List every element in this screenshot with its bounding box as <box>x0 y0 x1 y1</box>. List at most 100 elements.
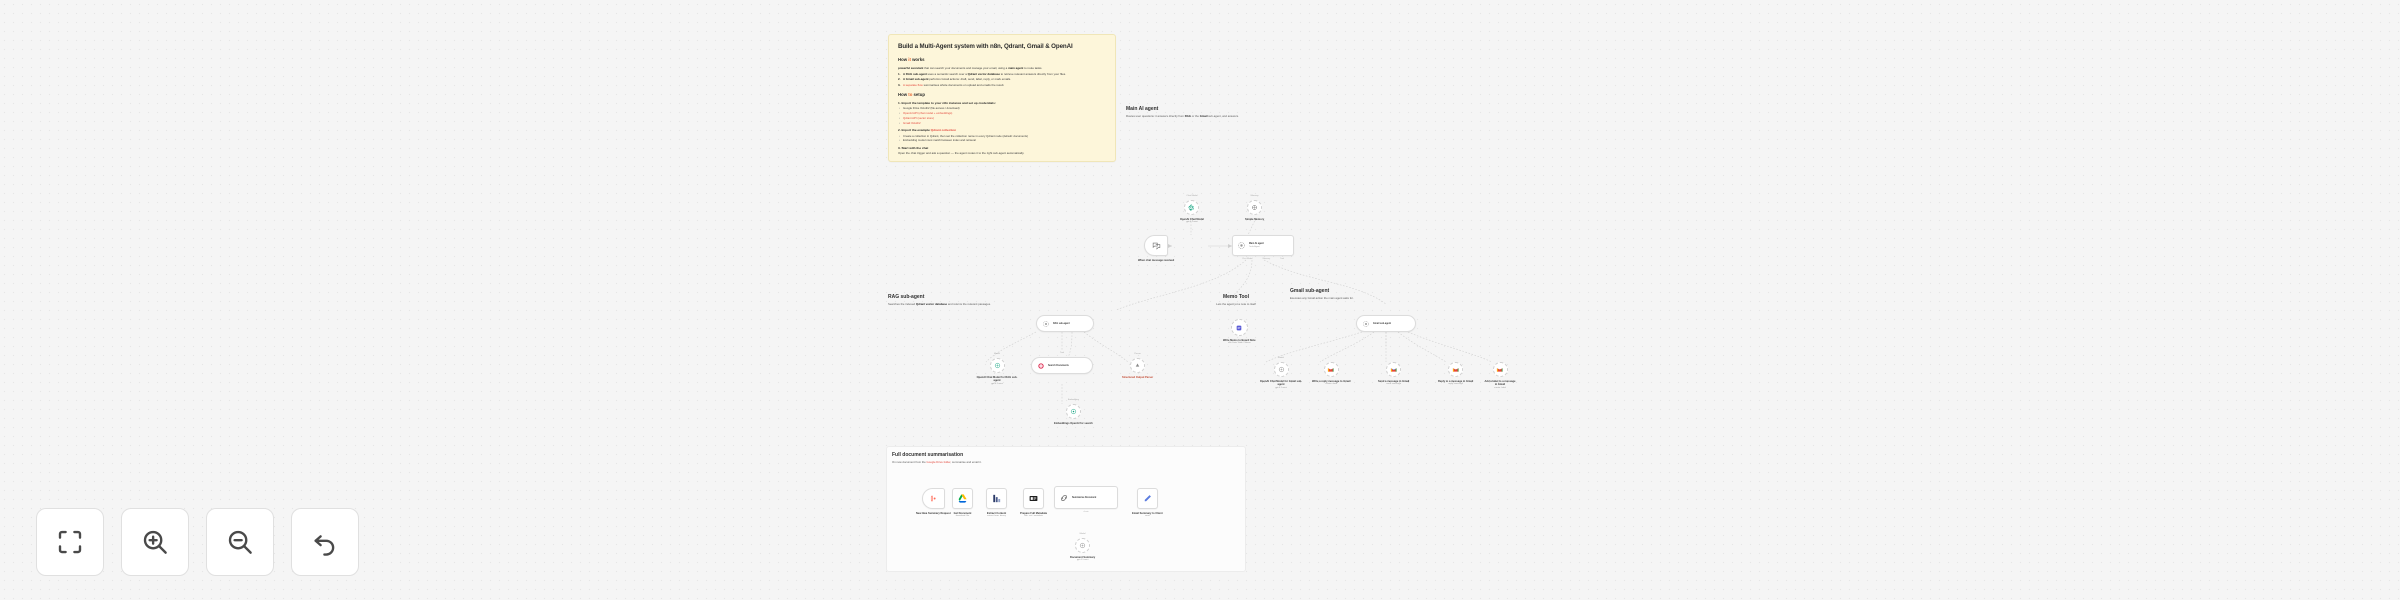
node-sublabel: create: label <box>1494 386 1506 389</box>
node-body[interactable]: Main AI agent Tools Agent <box>1232 235 1294 256</box>
list-item: OpenAI API (chat model + embeddings) <box>898 111 1106 115</box>
sticky-note[interactable]: Build a Multi-Agent system with n8n, Qdr… <box>888 34 1116 162</box>
list-item: Create a collection in Qdrant, then set … <box>898 134 1106 138</box>
node-openai-chat-model[interactable]: Chat Model OpenAI Chat Model gpt-4.1-min… <box>1180 195 1204 224</box>
section-title: RAG sub-agent <box>888 294 925 300</box>
gmail-icon <box>1497 367 1503 372</box>
node-inline-label: Summarise Document <box>1072 496 1097 499</box>
node-connection-type: Memory <box>1250 195 1259 197</box>
node-sublabel: gpt-4.1-mini <box>1275 386 1287 389</box>
sticky-note-section-1-heading: How it worksHow it works <box>898 57 925 63</box>
section-title: Full document summarisation <box>892 452 964 458</box>
node-body[interactable] <box>1130 358 1146 373</box>
node-summariser-model[interactable]: Model Document Summary gpt-4.1-mini <box>1070 533 1096 562</box>
node-rag-chat-model[interactable]: Model OpenAI Chat Model for RAG sub-agen… <box>974 353 1020 386</box>
agent-icon <box>1238 242 1245 249</box>
node-label: Document Summary <box>1070 555 1096 559</box>
node-label: Send a message in Gmail <box>1378 379 1410 383</box>
node-body[interactable] <box>1065 404 1081 419</box>
gmail-icon <box>1452 367 1459 372</box>
zoom-to-fit-button[interactable] <box>36 508 104 576</box>
node-label: Write Memo to Board Note <box>1223 338 1256 342</box>
zoom-in-icon <box>143 530 167 554</box>
node-body[interactable] <box>952 488 973 509</box>
node-rag-embeddings[interactable]: Embedding Embeddings OpenAI for search <box>1054 399 1093 425</box>
section-title: Gmail sub-agent <box>1290 288 1330 294</box>
openai-icon <box>994 362 1000 369</box>
node-extract-content[interactable]: Extract Content extract from: binary <box>986 488 1007 518</box>
node-inline-label: Gmail sub-agent <box>1373 322 1391 325</box>
node-gmail-reply[interactable]: Reply to a message in Gmail reply: messa… <box>1438 362 1473 386</box>
node-gmail-send[interactable]: Send a message in Gmail send: message <box>1378 362 1409 386</box>
node-chat-trigger[interactable]: When chat message received <box>1138 235 1174 262</box>
sticky-note-section-1-intro: powerful assistant that can search your … <box>898 65 1043 70</box>
node-body[interactable] <box>1136 488 1158 509</box>
code-icon <box>1029 495 1038 502</box>
openai-icon <box>1070 408 1076 415</box>
node-body[interactable] <box>921 488 945 509</box>
gmail-icon <box>1390 367 1397 372</box>
zoom-in-button[interactable] <box>121 508 189 576</box>
node-gmail-sub-agent[interactable]: Gmail sub-agent <box>1356 315 1416 332</box>
node-label: Prepare Full Metadata <box>1020 511 1047 515</box>
node-sublabel: gpt-4.1-mini <box>991 382 1003 385</box>
node-body[interactable] <box>1386 362 1402 377</box>
node-memo-tool[interactable]: Write Memo to Board Note n8n Data Table … <box>1223 319 1256 345</box>
section-subtitle: Lets the agent jot a note to itself <box>1216 301 1256 306</box>
reset-zoom-button[interactable] <box>291 508 359 576</box>
node-body[interactable] <box>986 488 1007 509</box>
memory-icon <box>1252 205 1257 210</box>
section-title: Main AI agent <box>1126 106 1159 112</box>
node-summary-trigger[interactable]: New Idea Summary Request <box>916 488 951 515</box>
node-connection-type: Parser <box>1134 353 1141 355</box>
node-body[interactable] <box>1448 362 1464 377</box>
node-body[interactable]: Gmail sub-agent <box>1356 315 1416 332</box>
node-email-summary[interactable]: Email Summary to Client send <box>1132 488 1163 518</box>
section-title: Memo Tool <box>1222 294 1249 300</box>
workflow-group: Build a Multi-Agent system with n8n, Qdr… <box>886 32 1516 572</box>
node-search-documents[interactable]: Tool Search Documents <box>1031 352 1093 374</box>
parser-icon <box>1135 363 1140 367</box>
node-body[interactable]: Summarise Document <box>1054 486 1118 509</box>
node-gmail-draft[interactable]: Write a reply message to Gmail create: d… <box>1312 362 1350 386</box>
node-connection-type: Model <box>1079 533 1086 535</box>
pencil-icon <box>1144 495 1151 502</box>
sticky-note-step-3: 3. Start with the chat <box>898 145 929 150</box>
section-subtitle: On new document from the Google Drive fo… <box>892 459 982 464</box>
node-body[interactable] <box>1247 200 1263 215</box>
node-body[interactable] <box>1323 362 1339 377</box>
node-body[interactable]: RAG sub-agent <box>1036 315 1094 332</box>
node-connection-type: Model <box>994 353 1000 355</box>
node-body[interactable] <box>1273 362 1289 377</box>
sticky-note-step-3-body: Open the chat trigger and ask a question… <box>898 150 1025 155</box>
node-main-ai-agent[interactable]: Main AI agent Tools Agent Chat Model Mem… <box>1232 235 1294 260</box>
node-rag-sub-agent[interactable]: RAG sub-agent <box>1036 315 1094 332</box>
agent-icon <box>1043 320 1049 327</box>
node-body[interactable] <box>1022 488 1044 509</box>
node-label: Structured Output Parser <box>1122 375 1154 379</box>
sticky-note-step-1-list: Google Drive OAuth2 (file access / downl… <box>898 106 1106 125</box>
node-gmail-chat-model[interactable]: Model OpenAI Chat Model for Gmail sub-ag… <box>1258 357 1304 390</box>
node-body[interactable] <box>1230 319 1248 336</box>
node-body[interactable] <box>1492 362 1508 377</box>
node-get-document[interactable]: Get Document download: file <box>952 488 973 518</box>
node-gmail-label[interactable]: Add a label to a message in Gmail create… <box>1484 362 1516 390</box>
node-body[interactable] <box>1144 235 1169 256</box>
node-label: Reply to a message in Gmail <box>1438 379 1474 383</box>
node-body[interactable] <box>989 358 1005 373</box>
node-body[interactable] <box>1184 200 1200 215</box>
node-simple-memory[interactable]: Memory Simple Memory <box>1245 195 1264 221</box>
node-label: OpenAI Chat Model <box>1180 217 1204 221</box>
chat-trigger-icon <box>1152 242 1160 250</box>
node-rag-output-parser[interactable]: Parser Structured Output Parser <box>1122 353 1154 379</box>
node-label: OpenAI Chat Model for RAG sub-agent <box>976 375 1018 382</box>
node-body[interactable]: Search Documents <box>1031 357 1093 374</box>
zoom-out-button[interactable] <box>206 508 274 576</box>
section-main-ai-agent: Main AI agent Routes user questions: it … <box>1126 106 1326 118</box>
node-label: Get Document <box>953 511 972 515</box>
node-prepare-metadata[interactable]: Prepare Full Metadata n8n: set / metadat… <box>1020 488 1047 518</box>
node-body[interactable] <box>1075 538 1091 553</box>
node-summarise-document[interactable]: Summarise Document chain <box>1054 486 1118 513</box>
node-label: When chat message received <box>1138 258 1175 262</box>
